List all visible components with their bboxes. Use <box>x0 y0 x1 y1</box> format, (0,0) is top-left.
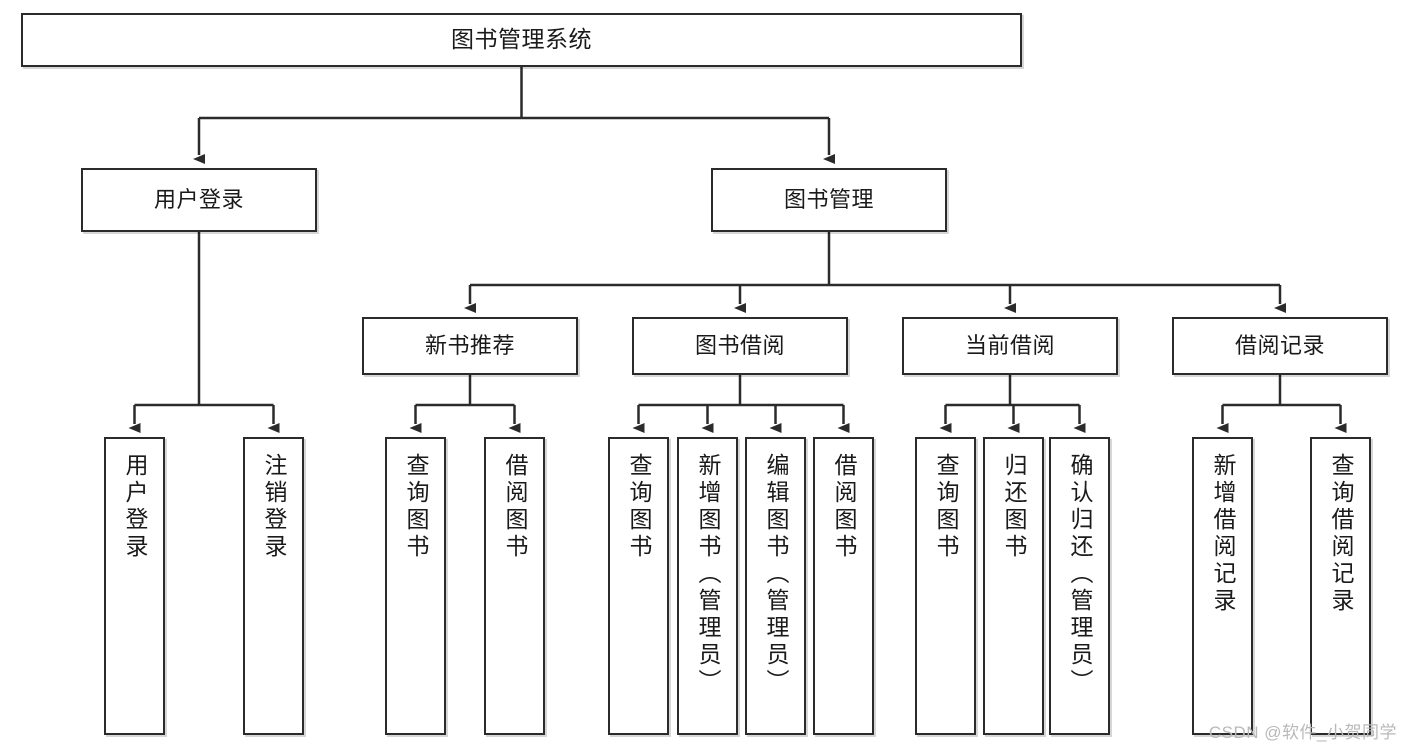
node-leaf8: 借阅图书 <box>813 437 874 735</box>
node-leaf2: 注销登录 <box>243 437 304 735</box>
node-label: 当前借阅 <box>964 333 1055 359</box>
node-label: 用户登录 <box>153 187 244 213</box>
node-leaf3: 查询图书 <box>385 437 446 735</box>
node-label: 借阅图书 <box>831 453 857 561</box>
node-leaf5: 查询图书 <box>608 437 669 735</box>
node-label: 图书借阅 <box>694 333 785 359</box>
node-l3c: 当前借阅 <box>902 317 1118 375</box>
node-label: 归还图书 <box>1001 453 1027 561</box>
node-label: 新增图书（管理员） <box>695 453 721 696</box>
node-leaf4: 借阅图书 <box>484 437 545 735</box>
watermark: CSDN @软件_小贺同学 <box>1208 723 1397 742</box>
node-l3b: 图书借阅 <box>632 317 848 375</box>
node-leaf6: 新增图书（管理员） <box>677 437 738 735</box>
node-label: 用户登录 <box>122 453 148 561</box>
node-label: 新增借阅记录 <box>1210 453 1236 615</box>
node-leaf11: 确认归还（管理员） <box>1049 437 1110 735</box>
node-label: 借阅图书 <box>502 453 528 561</box>
node-label: 注销登录 <box>261 453 287 561</box>
node-leaf10: 归还图书 <box>983 437 1044 735</box>
node-label: 查询借阅记录 <box>1328 453 1354 615</box>
node-l3d: 借阅记录 <box>1172 317 1388 375</box>
node-leaf1: 用户登录 <box>104 437 165 735</box>
node-label: 图书管理 <box>783 187 874 213</box>
node-label: 图书管理系统 <box>451 26 592 53</box>
node-label: 查询图书 <box>626 453 652 561</box>
node-leaf9: 查询图书 <box>915 437 976 735</box>
node-label: 查询图书 <box>933 453 959 561</box>
node-label: 确认归还（管理员） <box>1067 453 1093 696</box>
node-leaf13: 查询借阅记录 <box>1310 437 1371 735</box>
node-root: 图书管理系统 <box>21 13 1022 67</box>
node-leaf7: 编辑图书（管理员） <box>745 437 806 735</box>
node-label: 编辑图书（管理员） <box>763 453 789 696</box>
node-l2b: 图书管理 <box>711 168 947 232</box>
node-l3a: 新书推荐 <box>362 317 578 375</box>
node-label: 借阅记录 <box>1234 333 1325 359</box>
node-label: 新书推荐 <box>424 333 515 359</box>
node-label: 查询图书 <box>403 453 429 561</box>
node-l2a: 用户登录 <box>81 168 317 232</box>
node-leaf12: 新增借阅记录 <box>1192 437 1253 735</box>
